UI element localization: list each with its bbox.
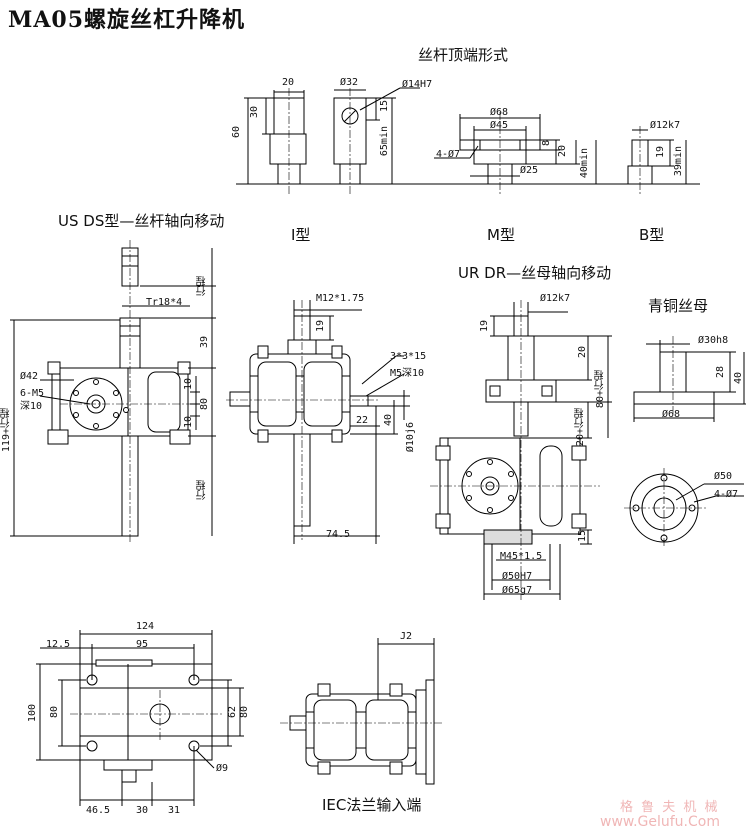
dim-p-125: 12.5 — [46, 639, 71, 650]
dim-ur-50h7: Ø50H7 — [502, 571, 533, 582]
dim-ur-20: 20 — [577, 346, 588, 359]
dim-p-100: 100 — [27, 704, 38, 723]
dim-p-95: 95 — [136, 639, 149, 650]
bronze-nut-heading: 青铜丝母 — [648, 297, 709, 315]
dim-s-22: 22 — [356, 415, 369, 426]
type-m-drawing — [434, 112, 600, 196]
dim-m-45: Ø45 — [490, 120, 509, 131]
bronze-nut-top — [624, 468, 744, 548]
side-view — [226, 300, 410, 544]
dim-b-39min: 39min — [673, 146, 684, 177]
dim-i-14h7: Ø14H7 — [402, 79, 433, 90]
dim-us-10a: 10 — [183, 378, 194, 391]
dim-i-30: 30 — [249, 106, 260, 119]
iec-flange-view — [280, 638, 444, 785]
dim-m-8: 8 — [541, 140, 552, 147]
dim-s-10j6: Ø10j6 — [405, 422, 416, 453]
dim-b-19: 19 — [655, 146, 666, 159]
type-m-label: M型 — [487, 226, 515, 244]
dim-m-40min: 40min — [579, 148, 590, 179]
dim-p-465: 46.5 — [86, 805, 111, 816]
dim-ur-19: 19 — [479, 320, 490, 333]
dim-s-m5: M5深10 — [390, 368, 425, 379]
dim-us-80: 80 — [199, 398, 210, 411]
dim-us-42: Ø42 — [20, 371, 39, 382]
dim-n-4-07: 4-Ø7 — [714, 489, 739, 500]
dim-us-119: 119+行程 — [1, 408, 12, 453]
dim-s-40: 40 — [383, 414, 394, 427]
ur-dr-view — [430, 300, 612, 600]
watermark-cn: 格 鲁 夫 机 械 — [620, 800, 720, 815]
dim-ur-12k7: Ø12k7 — [540, 293, 571, 304]
dim-ur-15: 15 — [577, 530, 588, 543]
dim-iec-j2: J2 — [400, 631, 413, 642]
dim-i-65min: 65min — [379, 126, 390, 157]
dim-m-25: Ø25 — [520, 165, 539, 176]
dim-ur-65g7: Ø65g7 — [502, 585, 533, 596]
dim-i-60: 60 — [231, 126, 242, 139]
dim-p-80: 80 — [49, 706, 60, 719]
dim-us-stroke: 行程 — [197, 276, 208, 296]
dim-p-62: 62 — [227, 706, 238, 719]
dim-s-3315: 3*3*15 — [390, 351, 427, 362]
watermark-url: www.Gelufu.Com — [600, 814, 720, 830]
dim-i-20: 20 — [282, 77, 295, 88]
dim-us-deep10: 深10 — [20, 401, 43, 412]
plan-view — [36, 630, 244, 806]
us-ds-heading: US DS型—丝杆轴向移动 — [58, 212, 225, 230]
us-ds-front-view — [10, 240, 216, 544]
dim-ur-m45: M45*1.5 — [500, 551, 543, 562]
iec-heading: IEC法兰输入端 — [322, 796, 422, 814]
ur-dr-heading: UR DR—丝母轴向移动 — [458, 264, 612, 282]
type-i-label: I型 — [291, 226, 311, 244]
dim-n-50: Ø50 — [714, 471, 733, 482]
dim-m-4-07: 4-Ø7 — [436, 149, 461, 160]
top-style-heading: 丝杆顶端形式 — [418, 46, 509, 64]
dim-n-68: Ø68 — [662, 409, 681, 420]
type-i-drawing — [244, 88, 307, 196]
dim-us-39: 39 — [199, 336, 210, 349]
dim-n-28: 28 — [715, 366, 726, 379]
dim-p-124: 124 — [136, 621, 155, 632]
type-b-label: B型 — [639, 226, 665, 244]
dim-p-31: 31 — [168, 805, 181, 816]
dim-s-745: 74.5 — [326, 529, 351, 540]
dim-p-30: 30 — [136, 805, 149, 816]
dim-us-6m5: 6-M5 — [20, 388, 45, 399]
dim-i-32: Ø32 — [340, 77, 359, 88]
dim-s-m12: M12*1.75 — [316, 293, 365, 304]
dim-us-stroke2: 行程 — [197, 480, 208, 500]
dim-b-12k7: Ø12k7 — [650, 120, 681, 131]
dim-n-40: 40 — [733, 372, 744, 385]
type-i-side — [333, 87, 420, 196]
dim-m-68: Ø68 — [490, 107, 509, 118]
dim-ur-80: 80+行程 — [595, 370, 606, 409]
dim-us-10b: 10 — [183, 416, 194, 429]
page-title: MA05螺旋丝杠升降机 — [8, 7, 246, 33]
dim-p-80b: 80 — [239, 706, 250, 719]
dim-i-15: 15 — [379, 100, 390, 113]
dim-n-30h8: Ø30h8 — [698, 335, 729, 346]
dim-us-tr: Tr18*4 — [146, 297, 183, 308]
dim-m-20: 20 — [557, 145, 568, 158]
dim-p-9: Ø9 — [216, 763, 229, 774]
bronze-nut-side — [633, 336, 746, 422]
dim-ur-20s: 20+行程 — [575, 408, 586, 447]
dim-s-19: 19 — [315, 320, 326, 333]
